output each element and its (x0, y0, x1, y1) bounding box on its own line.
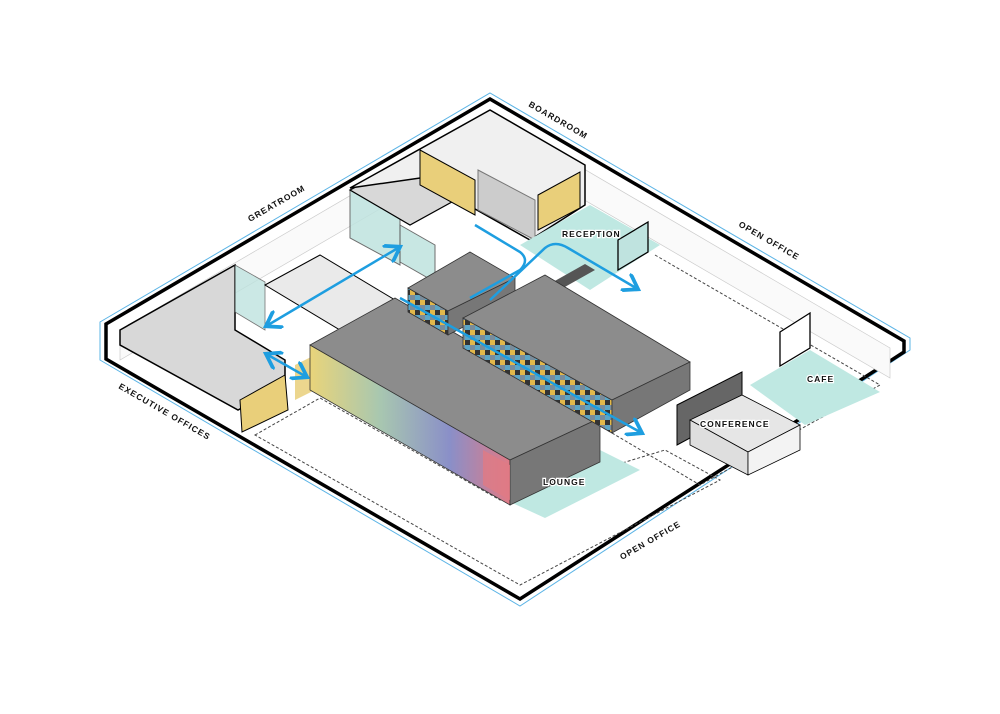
conference-room (676, 371, 801, 476)
arrow-executive (268, 355, 305, 376)
open-office-outline-bottom (253, 397, 722, 586)
cafe-glass (779, 311, 811, 368)
label-reception: RECEPTION (562, 229, 621, 239)
executive-offices (119, 263, 289, 433)
reception-glass (617, 220, 649, 272)
circulation-arrows (268, 223, 640, 432)
zone-outline (99, 92, 911, 607)
lounge-floor (495, 445, 640, 518)
label-cafe: CAFE (807, 374, 834, 384)
arrow-core (399, 296, 640, 432)
reception-desk (553, 264, 595, 288)
label-lounge: LOUNGE (543, 477, 585, 487)
label-conference: CONFERENCE (700, 419, 770, 429)
cafe-floor (750, 350, 880, 425)
reception-floor (520, 205, 660, 290)
boardroom (349, 109, 586, 241)
arrow-greatroom (268, 248, 398, 325)
arrow-reception (489, 242, 636, 301)
core-block-left (295, 297, 601, 506)
